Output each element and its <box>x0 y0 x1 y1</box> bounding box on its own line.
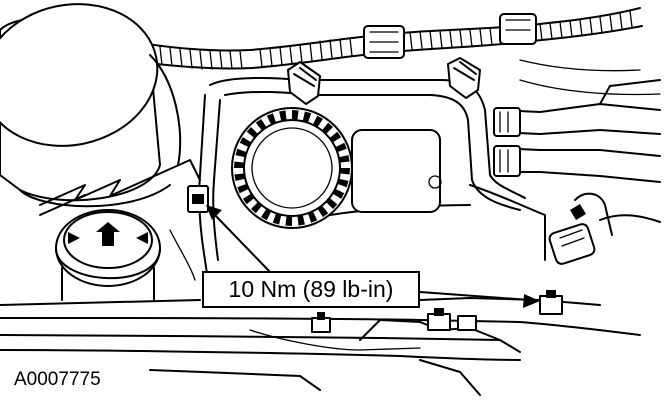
ring-tooth <box>302 111 312 123</box>
lower-pan <box>0 297 641 396</box>
housing-bolt <box>187 185 209 213</box>
pan-bolt-left <box>311 312 331 333</box>
ring-tooth <box>279 110 287 122</box>
ring-tooth <box>246 127 259 139</box>
hose-connectors <box>493 79 661 183</box>
background-detail-lines <box>169 59 661 281</box>
torque-callout-label: 10 Nm (89 lb-in) <box>228 276 394 302</box>
pressure-sensor <box>548 192 661 265</box>
ring-tooth <box>251 201 263 214</box>
ring-tooth <box>292 110 299 121</box>
ring-tooth <box>329 131 342 143</box>
ring-tooth <box>307 211 318 223</box>
reservoir-cylinder <box>0 3 182 208</box>
ring-tooth <box>272 213 282 225</box>
pan-bolt-right <box>539 290 563 315</box>
ring-tooth <box>242 193 255 205</box>
ring-tooth <box>312 115 323 128</box>
mounting-bracket <box>39 159 201 216</box>
ring-tooth <box>239 137 252 148</box>
ring-tooth <box>335 142 347 153</box>
ring-tooth <box>325 197 338 209</box>
figure-id-label: A0007775 <box>14 369 101 390</box>
wiring-harness <box>119 7 643 70</box>
ring-tooth <box>285 215 292 226</box>
ring-tooth <box>339 168 350 175</box>
ring-teeth <box>234 110 350 226</box>
ring-tooth <box>321 122 333 135</box>
ring-tooth <box>266 113 277 125</box>
ring-tooth <box>255 118 267 131</box>
cover-plate <box>351 129 442 213</box>
ring-tooth <box>234 161 245 168</box>
pan-bolt-center <box>427 308 477 331</box>
ring-tooth <box>234 173 246 181</box>
torque-callout: 10 Nm (89 lb-in) <box>202 271 420 308</box>
ring-tooth <box>337 178 349 188</box>
ring-tooth <box>338 155 350 163</box>
ring-tooth <box>237 183 249 194</box>
leader-arrow-pan-bolt <box>419 291 540 308</box>
ring-tooth <box>235 148 247 158</box>
ring-tooth <box>297 214 305 226</box>
splined-ring <box>231 107 353 229</box>
filler-cap <box>55 209 161 301</box>
harness-clip-right <box>447 57 481 99</box>
harness-clip-left <box>287 61 321 105</box>
ring-tooth <box>261 208 272 221</box>
ring-tooth <box>332 188 345 199</box>
ring-tooth <box>317 205 329 218</box>
leader-arrow-housing-bolt <box>206 205 271 273</box>
